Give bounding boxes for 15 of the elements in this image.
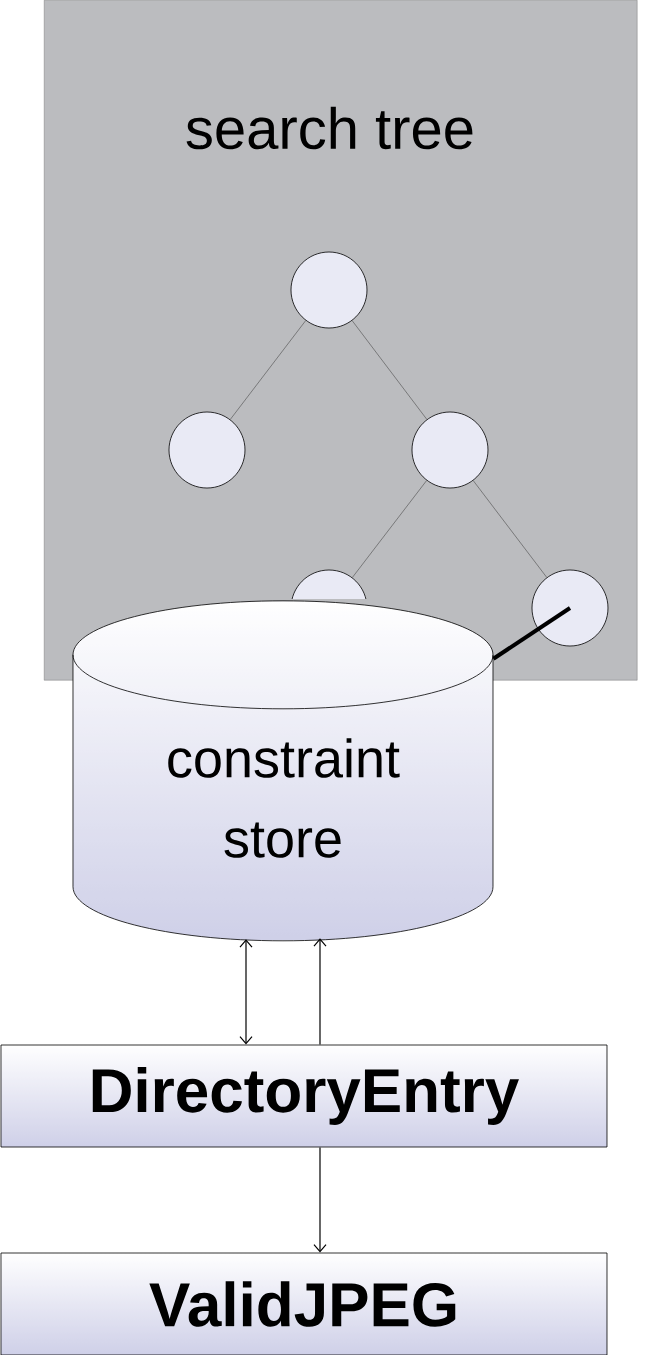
arrow: [239, 939, 253, 1045]
tree-edge: [351, 320, 428, 420]
tree-node-circle: [290, 251, 368, 329]
tree-edge: [230, 320, 306, 420]
process-box: DirectoryEntry: [0, 1044, 608, 1148]
link-line: [492, 606, 572, 661]
tree-edge: [472, 480, 548, 578]
process-box: ValidJPEG: [0, 1252, 608, 1355]
tree-node-circle: [411, 411, 489, 489]
tree-node-circle: [531, 569, 609, 647]
arrow: [313, 938, 327, 1046]
tree-node-circle: [168, 411, 246, 489]
tree-edge: [352, 480, 427, 578]
arrow: [313, 1146, 327, 1253]
database-cylinder: constraint store: [72, 600, 494, 942]
